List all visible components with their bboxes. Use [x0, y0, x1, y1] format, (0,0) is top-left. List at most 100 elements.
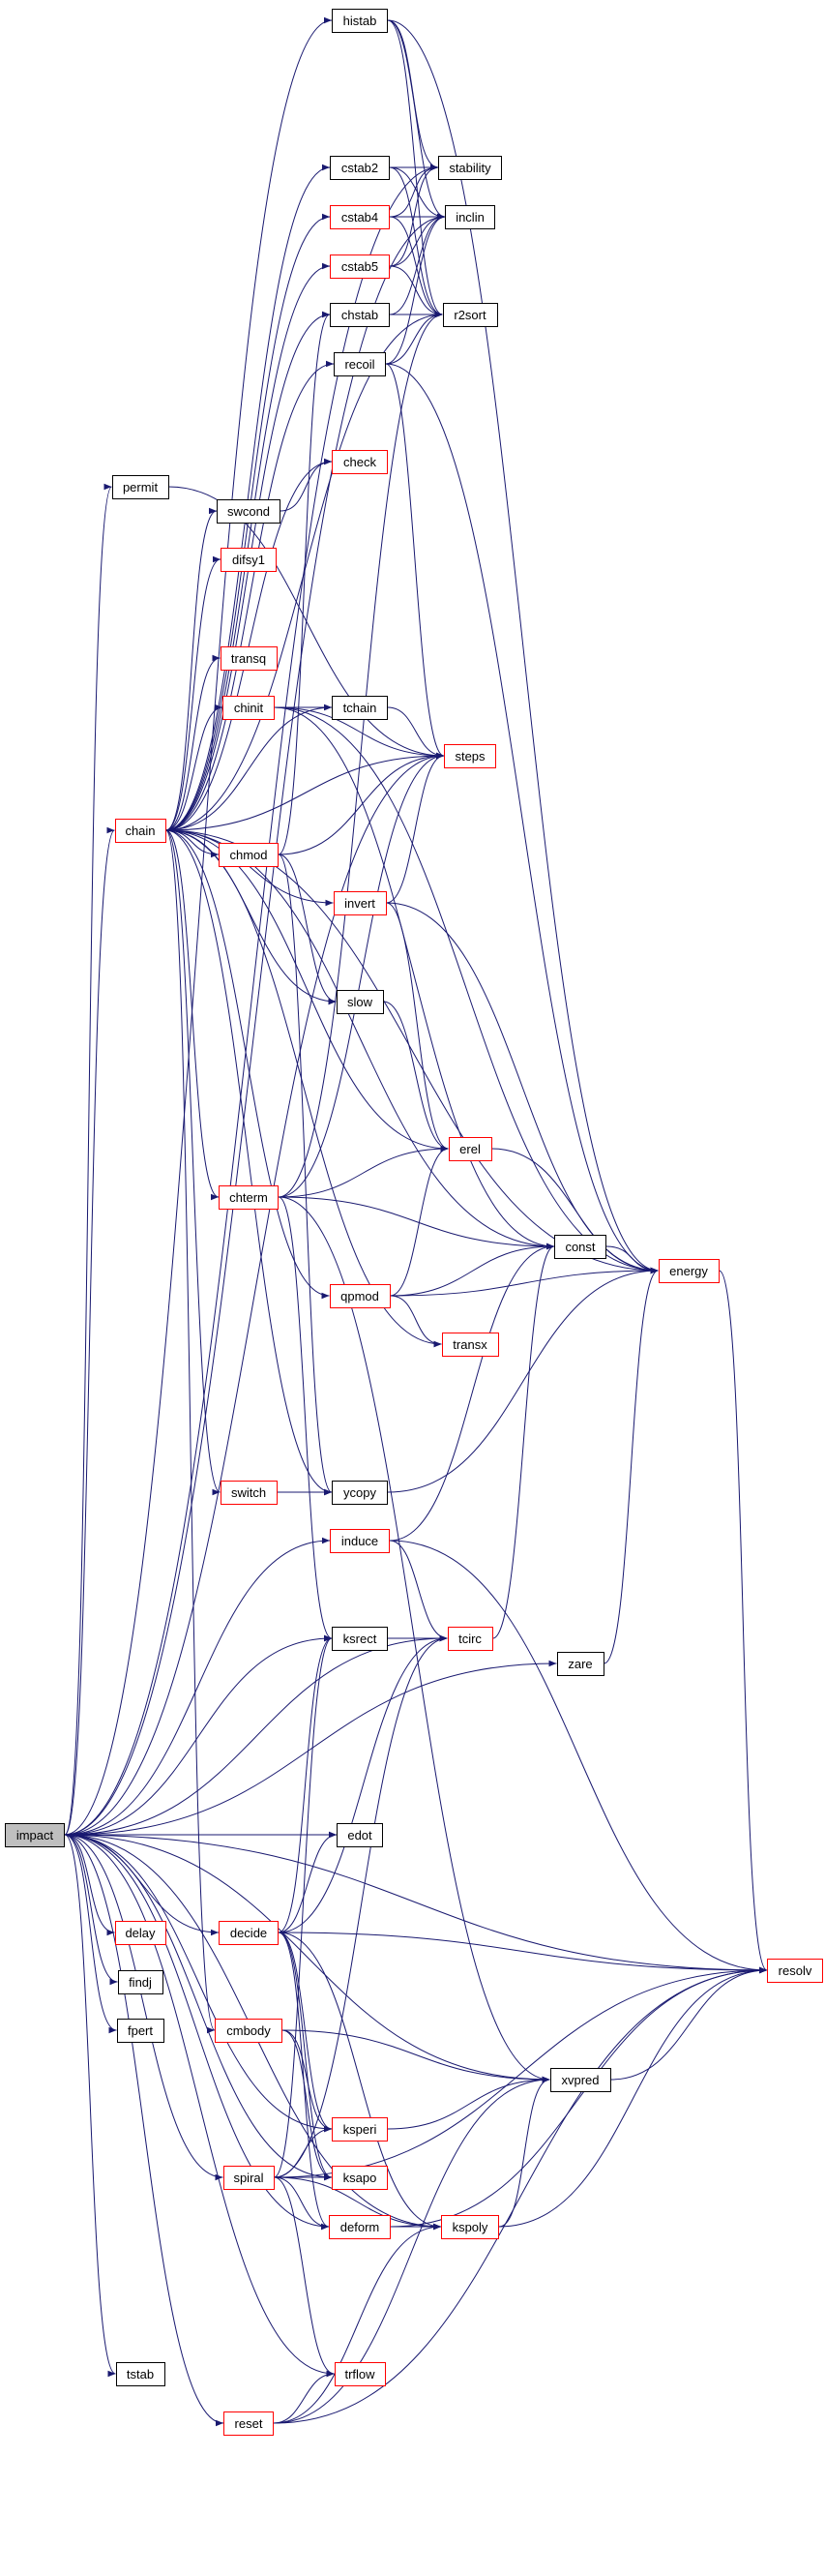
- node-chterm[interactable]: chterm: [219, 1184, 279, 1210]
- edge-decide-to-kspoly: [278, 1932, 442, 2231]
- edge-chain-to-cstab4: [165, 213, 331, 831]
- node-recoil[interactable]: recoil: [334, 351, 386, 376]
- edge-cstab4-to-r2sort: [389, 216, 443, 318]
- node-decide[interactable]: decide: [219, 1920, 279, 1945]
- node-ksrect[interactable]: ksrect: [332, 1626, 388, 1651]
- edge-chmod-to-chstab: [278, 311, 331, 855]
- edge-impact-to-trflow: [64, 1834, 335, 2378]
- edge-invert-to-steps: [386, 752, 445, 904]
- edge-cstab5-to-inclin: [389, 213, 446, 267]
- edge-impact-to-ksperi: [64, 1834, 333, 2133]
- node-tchain[interactable]: tchain: [332, 695, 388, 720]
- node-check[interactable]: check: [332, 449, 388, 474]
- node-stability[interactable]: stability: [438, 155, 502, 180]
- edge-reset-to-resolv: [273, 1966, 768, 2424]
- node-const[interactable]: const: [554, 1234, 606, 1259]
- edge-induce-to-const: [389, 1243, 555, 1542]
- edge-cstab4-to-stability: [389, 164, 439, 218]
- edge-qpmod-to-erel: [390, 1145, 449, 1297]
- node-xvpred[interactable]: xvpred: [549, 2067, 611, 2092]
- node-impact[interactable]: impact: [5, 1822, 65, 1847]
- node-swcond[interactable]: swcond: [217, 498, 280, 524]
- node-edot[interactable]: edot: [337, 1822, 383, 1847]
- node-energy[interactable]: energy: [658, 1258, 720, 1283]
- edge-recoil-to-steps: [385, 363, 445, 760]
- node-chmod[interactable]: chmod: [219, 842, 279, 867]
- node-transq[interactable]: transq: [220, 645, 278, 671]
- node-qpmod[interactable]: qpmod: [329, 1283, 391, 1308]
- edge-chmod-to-steps: [278, 752, 445, 855]
- edge-chterm-to-const: [278, 1196, 555, 1250]
- node-cmbody[interactable]: cmbody: [215, 2018, 282, 2043]
- node-ksapo[interactable]: ksapo: [332, 2165, 388, 2190]
- edge-ycopy-to-energy: [387, 1267, 659, 1493]
- node-tcirc[interactable]: tcirc: [447, 1626, 493, 1651]
- edge-reset-to-kspoly: [273, 2223, 442, 2424]
- edge-reset-to-xvpred: [273, 2076, 550, 2424]
- edge-erel-to-energy: [491, 1148, 659, 1274]
- node-histab[interactable]: histab: [332, 8, 388, 33]
- node-chain[interactable]: chain: [114, 818, 166, 843]
- node-induce[interactable]: induce: [330, 1528, 390, 1553]
- edge-chinit-to-energy: [274, 706, 659, 1274]
- edge-cmbody-to-ksperi: [281, 2029, 333, 2133]
- edge-impact-to-deform: [64, 1834, 330, 2231]
- node-deform[interactable]: deform: [329, 2214, 391, 2239]
- node-chstab[interactable]: chstab: [330, 302, 390, 327]
- edge-chterm-to-r2sort: [278, 311, 443, 1198]
- node-fpert[interactable]: fpert: [116, 2018, 164, 2043]
- edge-impact-to-ksapo: [64, 1834, 333, 2181]
- edge-chstab-to-inclin: [389, 213, 446, 315]
- edge-induce-to-resolv: [389, 1540, 768, 1974]
- node-difsy1[interactable]: difsy1: [221, 547, 277, 572]
- node-erel[interactable]: erel: [448, 1136, 492, 1161]
- edge-spiral-to-trflow: [274, 2176, 335, 2378]
- node-reset[interactable]: reset: [223, 2411, 274, 2436]
- edge-chmod-to-ycopy: [278, 854, 333, 1496]
- node-slow[interactable]: slow: [336, 989, 384, 1014]
- edge-qpmod-to-energy: [390, 1267, 659, 1297]
- edge-impact-to-inclin: [64, 213, 446, 1836]
- node-inclin[interactable]: inclin: [445, 204, 495, 229]
- edge-chinit-to-const: [274, 706, 555, 1250]
- node-tstab[interactable]: tstab: [115, 2361, 165, 2386]
- edge-chain-to-cmbody: [165, 829, 216, 2033]
- node-findj[interactable]: findj: [117, 1969, 163, 1994]
- node-delay[interactable]: delay: [114, 1920, 166, 1945]
- node-resolv[interactable]: resolv: [767, 1958, 823, 1983]
- edge-reset-to-trflow: [273, 2370, 335, 2424]
- edge-cstab5-to-r2sort: [389, 265, 443, 318]
- node-cstab5[interactable]: cstab5: [330, 254, 390, 279]
- node-transx[interactable]: transx: [441, 1332, 499, 1357]
- edge-cstab2-to-r2sort: [389, 166, 443, 318]
- node-permit[interactable]: permit: [111, 474, 169, 499]
- node-steps[interactable]: steps: [444, 743, 496, 768]
- edge-xvpred-to-resolv: [610, 1966, 768, 2081]
- node-ksperi[interactable]: ksperi: [332, 2116, 388, 2142]
- node-trflow[interactable]: trflow: [334, 2361, 386, 2386]
- edge-chain-to-chstab: [165, 311, 331, 831]
- node-ycopy[interactable]: ycopy: [332, 1480, 388, 1505]
- edge-zare-to-energy: [604, 1267, 659, 1664]
- edge-spiral-to-deform: [274, 2176, 330, 2231]
- edge-decide-to-tcirc: [278, 1634, 448, 1933]
- edge-cmbody-to-xvpred: [281, 2029, 550, 2083]
- node-zare[interactable]: zare: [556, 1651, 604, 1676]
- node-kspoly[interactable]: kspoly: [441, 2214, 499, 2239]
- node-switch[interactable]: switch: [220, 1480, 278, 1505]
- edge-cstab2-to-inclin: [389, 166, 446, 221]
- node-spiral[interactable]: spiral: [222, 2165, 275, 2190]
- edge-chain-to-transq: [165, 654, 221, 831]
- edge-impact-to-chain: [64, 827, 115, 1836]
- node-r2sort[interactable]: r2sort: [442, 302, 498, 327]
- node-cstab4[interactable]: cstab4: [330, 204, 390, 229]
- edge-swcond-to-check: [280, 458, 333, 512]
- edge-chain-to-transx: [165, 829, 442, 1348]
- edge-impact-to-delay: [64, 1834, 115, 1936]
- edge-impact-to-xvpred: [64, 1834, 550, 2083]
- edge-chain-to-qpmod: [165, 829, 330, 1300]
- node-invert[interactable]: invert: [333, 890, 387, 915]
- node-cstab2[interactable]: cstab2: [330, 155, 390, 180]
- node-chinit[interactable]: chinit: [222, 695, 275, 720]
- edge-chain-to-steps: [165, 752, 445, 831]
